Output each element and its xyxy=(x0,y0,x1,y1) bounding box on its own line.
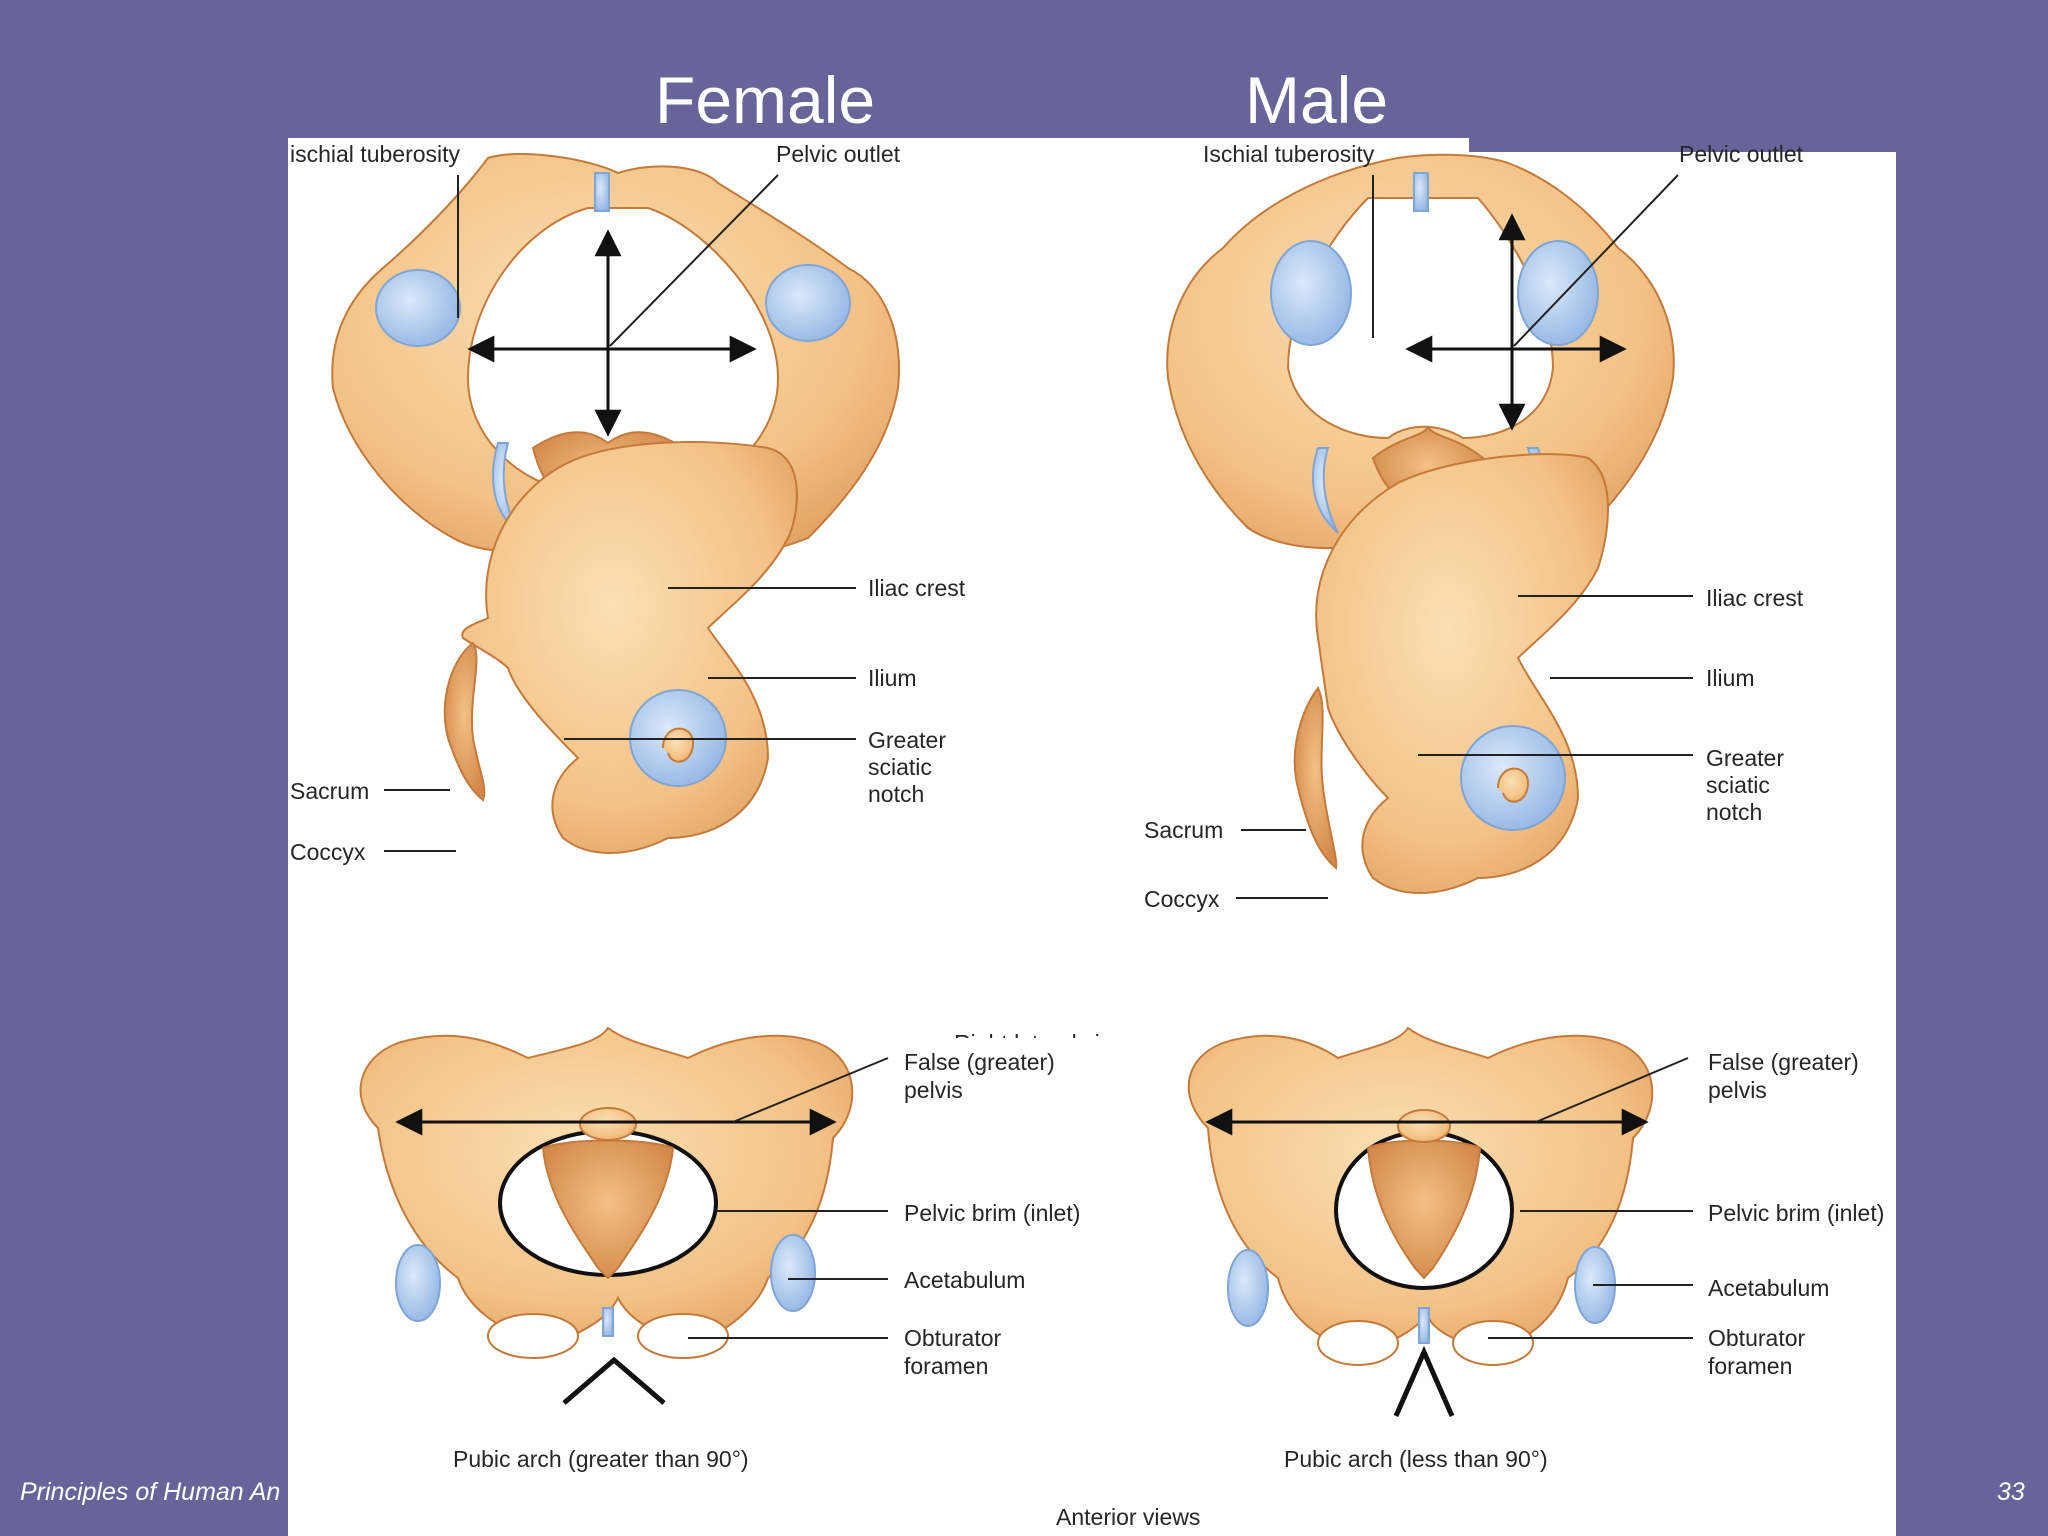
female-lateral-leaders xyxy=(384,587,856,852)
label-male-obturator-2: foramen xyxy=(1708,1353,1792,1379)
label-female-false-pelvis-2: pelvis xyxy=(904,1077,963,1103)
label-female-sciatic-1: Greater xyxy=(868,727,946,753)
label-female-brim: Pelvic brim (inlet) xyxy=(904,1200,1080,1226)
female-outlet-arrows xyxy=(467,229,757,437)
female-title: Female xyxy=(655,63,876,137)
label-male-false-pelvis-2: pelvis xyxy=(1708,1077,1767,1103)
label-female-false-pelvis-1: False (greater) xyxy=(904,1049,1055,1075)
male-anterior-view xyxy=(1187,1026,1654,1366)
label-female-sciatic-2: sciatic xyxy=(868,754,932,780)
male-obturator-right xyxy=(1452,1320,1534,1366)
label-male-ischial: Ischial tuberosity xyxy=(1203,141,1375,167)
label-male-coccyx: Coccyx xyxy=(1144,886,1220,912)
male-anterior-lines xyxy=(1205,1108,1649,1418)
female-sacrum-coccyx xyxy=(443,641,486,802)
male-outlet-arrows xyxy=(1405,213,1627,431)
label-male-pubic-arch: Pubic arch (less than 90°) xyxy=(1284,1446,1548,1472)
female-anterior-view xyxy=(359,1026,854,1359)
label-male-ilium: Ilium xyxy=(1706,665,1755,691)
female-anterior-lines xyxy=(395,1108,837,1405)
label-male-outlet: Pelvic outlet xyxy=(1679,141,1804,167)
label-male-brim: Pelvic brim (inlet) xyxy=(1708,1200,1884,1226)
male-lateral-leaders xyxy=(1236,595,1693,899)
label-male-sciatic-3: notch xyxy=(1706,799,1762,825)
label-male-iliac-crest: Iliac crest xyxy=(1706,585,1804,611)
label-male-acetabulum: Acetabulum xyxy=(1708,1275,1829,1301)
label-female-obturator-1: Obturator xyxy=(904,1325,1001,1351)
label-male-sacrum: Sacrum xyxy=(1144,817,1223,843)
label-female-sacrum: Sacrum xyxy=(290,778,369,804)
male-outlet-symphysis xyxy=(1413,172,1429,212)
male-outlet-acetabulum-left xyxy=(1270,240,1352,346)
label-female-ilium: Ilium xyxy=(868,665,917,691)
label-female-outlet: Pelvic outlet xyxy=(776,141,901,167)
label-female-obturator-2: foramen xyxy=(904,1353,988,1379)
label-female-sciatic-3: notch xyxy=(868,781,924,807)
male-anterior-leaders xyxy=(1488,1057,1693,1339)
male-anterior-acetabulum-left xyxy=(1227,1249,1269,1327)
female-outlet-leaders xyxy=(457,174,779,347)
label-male-sciatic-1: Greater xyxy=(1706,745,1784,771)
female-outlet-acetabulum-left xyxy=(375,269,461,347)
male-lateral-view xyxy=(1293,453,1609,894)
label-male-sciatic-2: sciatic xyxy=(1706,772,1770,798)
female-anterior-leaders xyxy=(688,1057,889,1339)
female-obturator-right xyxy=(637,1313,729,1359)
page-number: 33 xyxy=(1997,1478,2025,1506)
label-male-false-pelvis-1: False (greater) xyxy=(1708,1049,1859,1075)
label-female-coccyx: Coccyx xyxy=(290,839,366,865)
male-obturator-left xyxy=(1317,1320,1399,1366)
female-sacral-promontory xyxy=(579,1107,637,1141)
label-male-obturator-1: Obturator xyxy=(1708,1325,1805,1351)
female-anterior-acetabulum-left xyxy=(395,1244,441,1322)
male-title: Male xyxy=(1245,63,1389,137)
male-outlet-leaders xyxy=(1372,174,1679,347)
label-female-iliac-crest: Iliac crest xyxy=(868,575,966,601)
label-female-ischial: ischial tuberosity xyxy=(290,141,461,167)
female-outlet-symphysis xyxy=(594,172,610,212)
male-sacral-promontory xyxy=(1397,1109,1451,1143)
male-sacrum-coccyx xyxy=(1293,686,1338,870)
label-female-acetabulum: Acetabulum xyxy=(904,1267,1025,1293)
label-female-pubic-arch: Pubic arch (greater than 90°) xyxy=(453,1446,749,1472)
pelvis-comparison-figure: ischial tuberosity Pelvic outlet Ischial… xyxy=(288,138,1896,1536)
anterior-views-caption: Anterior views xyxy=(1056,1504,1200,1530)
caption-overlap xyxy=(928,1038,1188,1068)
female-outlet-acetabulum-right xyxy=(765,264,851,342)
female-anterior-acetabulum-right xyxy=(770,1234,816,1312)
footer-course-title: Principles of Human An xyxy=(20,1478,281,1506)
female-obturator-left xyxy=(487,1313,579,1359)
